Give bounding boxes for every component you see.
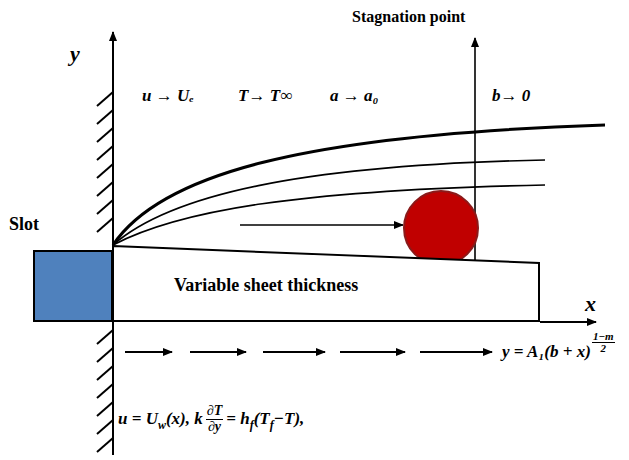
slot-box: Slot: [33, 250, 113, 322]
exponent: 1−m2: [592, 331, 615, 354]
x-axis: [540, 321, 596, 323]
exponent-top: 1−m: [592, 331, 615, 343]
axis-label: x: [585, 292, 596, 316]
boundary-condition: u → Uₑ: [142, 87, 194, 106]
streamline: [113, 185, 545, 245]
axis-label: y: [70, 42, 80, 66]
exponent-bottom: 2: [601, 343, 607, 354]
derivative: ∂T∂y: [206, 404, 223, 434]
subscript: w: [158, 418, 166, 433]
equation-text: = h: [226, 409, 249, 429]
sheet-shape: Variable sheet thickness: [113, 245, 540, 322]
stagnation-label: Stagnation point: [352, 8, 465, 26]
subscript: f: [270, 418, 274, 433]
equation-text: y = A₁(b + x): [502, 342, 591, 362]
wall-condition: u = Uw(x), k∂T∂y= hf(Tf−T),: [118, 404, 304, 434]
equation-text: −T),: [274, 409, 305, 429]
boundary-condition: a → a₀: [330, 87, 378, 106]
equation-text: (x), k: [166, 409, 203, 429]
boundary-condition: b→ 0: [492, 87, 530, 106]
equation-text: (T: [254, 409, 270, 429]
thickness-equation: y = A₁(b + x)1−m2: [502, 340, 615, 363]
node-outline: [33, 250, 113, 322]
boundary-condition: T→ T∞: [238, 87, 292, 106]
subscript: f: [250, 418, 254, 433]
stretching-arrows: [125, 351, 492, 353]
sheet-label: Variable sheet thickness: [174, 275, 358, 296]
boundary-layer: [113, 125, 605, 245]
flow-arrow: [240, 224, 403, 226]
streamline: [113, 160, 545, 245]
derivative-top: ∂T: [206, 404, 223, 420]
slot-label: Slot: [9, 214, 39, 235]
derivative-bottom: ∂y: [208, 420, 221, 435]
equation-text: u = U: [118, 409, 158, 429]
stagnation-body: [404, 191, 478, 265]
